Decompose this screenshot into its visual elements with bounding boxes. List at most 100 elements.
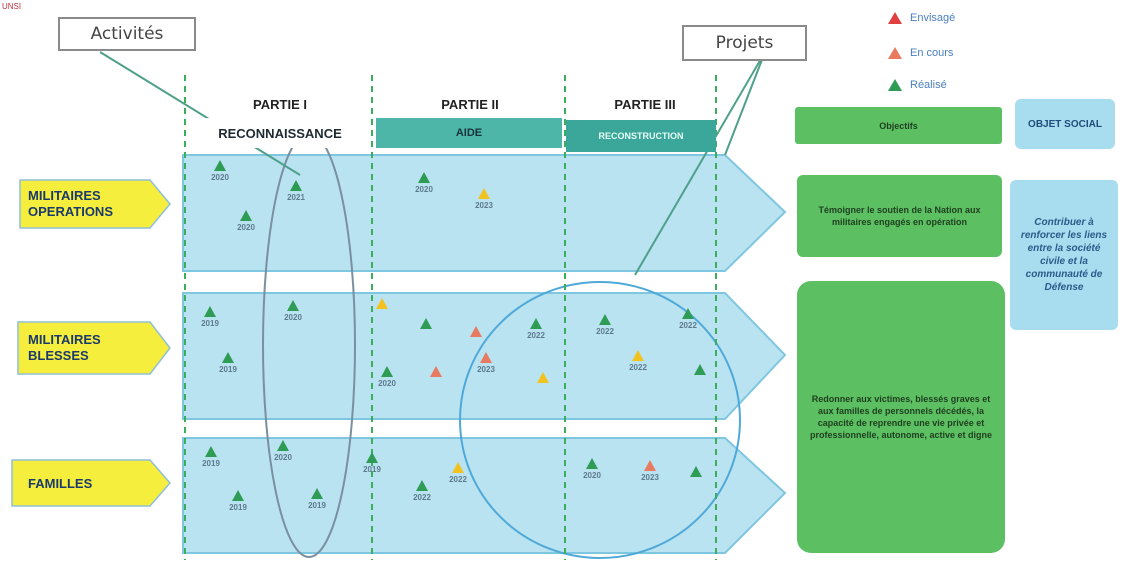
part-2-band: AIDE [376,118,562,148]
project-item-label: 2022 [679,321,697,330]
legend-envisage-label: Envisagé [910,12,956,24]
project-item [406,318,446,331]
row-tag-shape-familles [11,459,171,507]
projets-ellipse [459,281,741,559]
project-item-label: 2023 [641,473,659,482]
activity-item: 2019 [190,306,230,328]
project-item-label: 2020 [583,471,601,480]
project-item-label: 2022 [449,475,467,484]
row-tag-familles-line1: FAMILLES [28,476,93,491]
project-item: 2022 [516,318,556,340]
activity-item-label: 2019 [229,503,247,512]
objectif-operations-text: Témoigner le soutien de la Nation aux mi… [818,205,981,227]
objectif-blesses-familles-text: Redonner aux victimes, blessés graves et… [809,394,993,440]
activity-item: 2020 [263,440,303,462]
project-item-label: 2022 [629,363,647,372]
part-3-band: RECONSTRUCTION [566,120,716,152]
activity-item-label: 2020 [211,173,229,182]
project-item: 2023 [462,188,506,210]
projets-callout: Projets [682,25,807,61]
legend-envisage: Envisagé [888,12,955,24]
project-item-label: 2020 [378,379,396,388]
project-item: 2023 [628,460,672,482]
objet-social-box: Contribuer à renforcer les liens entre l… [1010,180,1118,330]
project-item-label: 2023 [477,365,495,374]
activity-item-label: 2019 [219,365,237,374]
project-item: 2022 [618,350,658,372]
en-cours-triangle-icon [888,47,902,59]
row-tag-operations-line1: MILITAIRES [28,188,101,203]
row-tag-shape-blesses [17,321,171,375]
row-tag-militaires-operations: MILITAIRES OPERATIONS [28,188,113,220]
row-tag-shapes [11,179,171,507]
objet-social-text: Contribuer à renforcer les liens entre l… [1020,217,1108,293]
activity-item-label: 2020 [237,223,255,232]
activity-item-label: 2020 [284,313,302,322]
row-tag-operations-line2: OPERATIONS [28,204,113,219]
activity-item: 2020 [200,160,240,182]
activity-item-label: 2019 [201,319,219,328]
project-item: 2023 [466,352,506,374]
objectif-blesses-familles-box: Redonner aux victimes, blessés graves et… [797,281,1005,553]
activity-item: 2020 [226,210,266,232]
project-item-label: 2020 [415,185,433,194]
project-item-label: 2022 [527,331,545,340]
activity-item: 2019 [208,352,248,374]
activity-item: 2019 [191,446,231,468]
corner-mark: UNSI [2,2,21,11]
project-item: 2020 [570,458,614,480]
project-item: 2019 [352,452,392,474]
envisage-triangle-icon [888,12,902,24]
projets-leader [634,51,766,276]
objet-social-header-text: OBJET SOCIAL [1028,118,1102,130]
activity-item-label: 2019 [202,459,220,468]
row-tag-militaires-blesses: MILITAIRES BLESSES [28,332,101,364]
objectif-operations-box: Témoigner le soutien de la Nation aux mi… [797,175,1002,257]
activites-leader [99,51,301,176]
project-item-label: 2019 [363,465,381,474]
project-item [523,372,563,385]
projets-callout-text: Projets [715,33,774,53]
project-item [362,298,402,311]
row-tag-blesses-line2: BLESSES [28,348,89,363]
activity-item-label: 2019 [308,501,326,510]
project-item: 2020 [367,366,407,388]
row-tag-blesses-line1: MILITAIRES [28,332,101,347]
activity-item: 2020 [273,300,313,322]
project-item-label: 2023 [475,201,493,210]
legend-realise: Réalisé [888,79,947,91]
activity-item-label: 2021 [287,193,305,202]
project-item [416,366,456,379]
project-item: 2022 [668,308,708,330]
project-item-label: 2022 [413,493,431,502]
objectifs-header: Objectifs [795,107,1002,144]
project-item: 2022 [438,462,478,484]
activity-item: 2019 [218,490,258,512]
part-3-title: PARTIE III [614,97,676,112]
project-item: 2022 [585,314,625,336]
part-1-title: PARTIE I [253,97,307,112]
legend-en-cours-label: En cours [910,47,954,59]
legend-realise-label: Réalisé [910,79,947,91]
project-item [674,466,718,479]
objectifs-header-text: Objectifs [879,120,918,131]
project-item [456,326,496,339]
project-item: 2022 [402,480,442,502]
row-band-militaires-operations [182,154,787,272]
part-1-band: RECONNAISSANCE [190,118,370,148]
objet-social-header: OBJET SOCIAL [1015,99,1115,149]
activites-callout-text: Activités [90,24,164,44]
realise-triangle-icon [888,79,902,91]
projets-leader-2 [724,51,766,156]
activity-item-label: 2020 [274,453,292,462]
activity-item: 2021 [276,180,316,202]
row-tag-shape-operations [19,179,171,229]
part-2-title: PARTIE II [441,97,499,112]
activity-item: 2019 [297,488,337,510]
project-item [680,364,720,377]
project-item: 2020 [402,172,446,194]
project-item-label: 2022 [596,327,614,336]
row-tag-familles: FAMILLES [28,476,92,492]
activites-callout: Activités [58,17,196,51]
